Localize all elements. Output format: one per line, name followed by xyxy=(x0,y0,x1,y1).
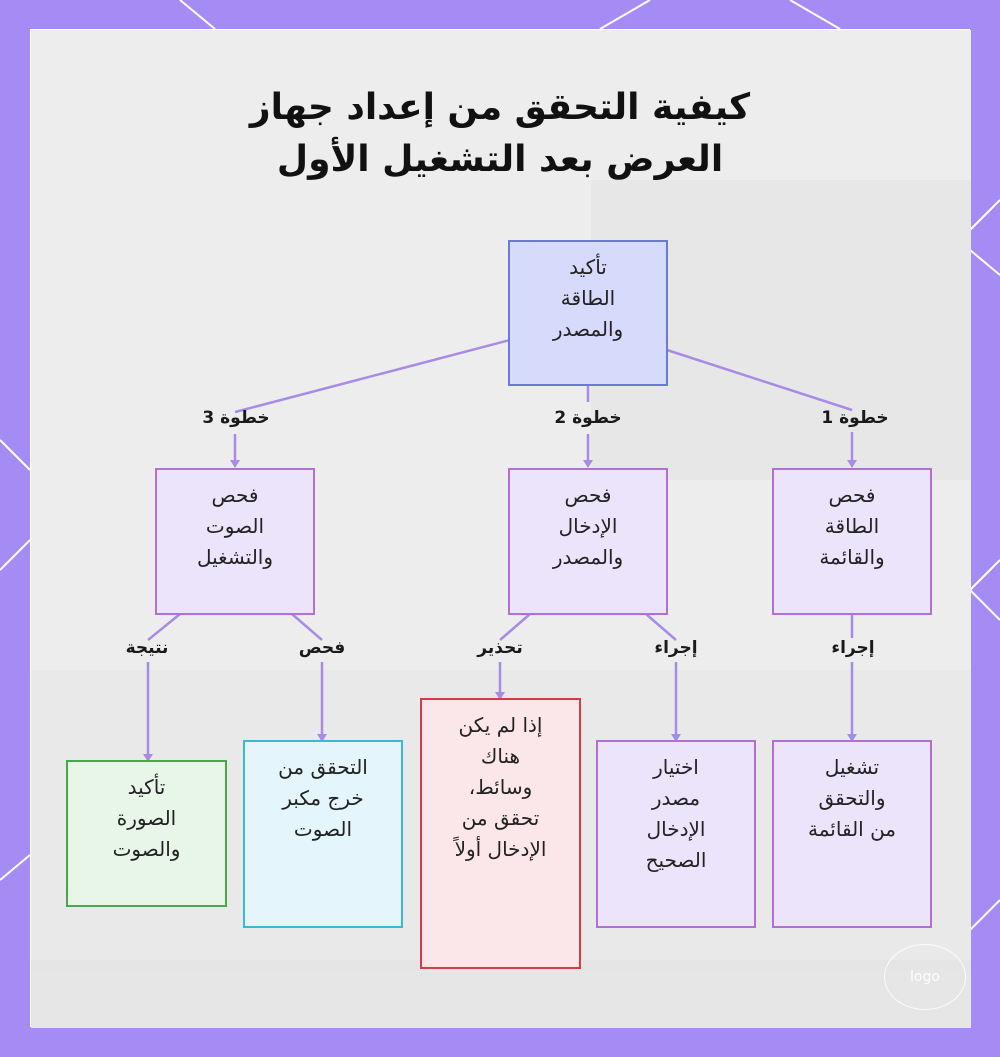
edge-root-step1 xyxy=(666,348,853,412)
arrowhead-nomedia xyxy=(495,692,505,700)
edge-sound-check xyxy=(291,613,323,641)
root-node: تأكيد الطاقة والمصدر xyxy=(508,240,668,386)
arrowhead-confirm xyxy=(143,754,153,762)
root-node-text: تأكيد الطاقة والمصدر xyxy=(552,255,624,341)
logo-text: logo xyxy=(910,969,940,985)
confirm-av-node: تأكيد الصورة والصوت xyxy=(66,760,227,907)
edge-label-step1: خطوة 1 xyxy=(821,408,889,428)
choose-input-text: اختيار مصدر الإدخال الصحيح xyxy=(645,755,707,872)
edge-label-step2: خطوة 2 xyxy=(554,408,622,428)
edge-input-warning xyxy=(499,613,531,641)
power-check-text: فحص الطاقة والقائمة xyxy=(819,483,885,569)
edge-label-check: فحص xyxy=(298,638,346,658)
watermark-logo: logo xyxy=(884,944,966,1010)
edge-label-step3: خطوة 3 xyxy=(202,408,270,428)
edge-label-result: نتيجة xyxy=(125,638,169,658)
title-line-1: كيفية التحقق من إعداد جهاز xyxy=(249,87,751,128)
arrowhead-sound xyxy=(230,460,240,468)
edge-root-step3 xyxy=(234,338,511,414)
edge-label-warning: تحذير xyxy=(477,638,523,658)
power-check-node: فحص الطاقة والقائمة xyxy=(772,468,932,615)
confirm-av-text: تأكيد الصورة والصوت xyxy=(112,775,181,861)
diagram-title: كيفية التحقق من إعداد جهاز العرض بعد الت… xyxy=(200,82,800,186)
arrowhead-power xyxy=(847,460,857,468)
sound-check-text: فحص الصوت والتشغيل xyxy=(197,483,274,569)
speaker-output-node: التحقق من خرج مكبر الصوت xyxy=(243,740,403,928)
sound-check-node: فحص الصوت والتشغيل xyxy=(155,468,315,615)
choose-input-node: اختيار مصدر الإدخال الصحيح xyxy=(596,740,756,928)
input-check-text: فحص الإدخال والمصدر xyxy=(552,483,624,569)
title-line-2: العرض بعد التشغيل الأول xyxy=(276,139,724,180)
edge-label-action-power: إجراء xyxy=(831,638,875,658)
arrowhead-choose xyxy=(671,734,681,742)
run-menu-text: تشغيل والتحقق من القائمة xyxy=(808,755,897,841)
edge-input-action xyxy=(645,613,677,641)
input-check-node: فحص الإدخال والمصدر xyxy=(508,468,668,615)
arrowhead-speaker xyxy=(317,734,327,742)
no-media-text: إذا لم يكن هناك وسائط، تحقق من الإدخال أ… xyxy=(454,713,547,861)
edge-label-action-input: إجراء xyxy=(654,638,698,658)
edge-sound-result xyxy=(147,613,181,641)
no-media-warning-node: إذا لم يكن هناك وسائط، تحقق من الإدخال أ… xyxy=(420,698,581,969)
speaker-output-text: التحقق من خرج مكبر الصوت xyxy=(278,755,368,841)
arrowhead-run xyxy=(847,734,857,742)
arrowhead-input xyxy=(583,460,593,468)
run-menu-node: تشغيل والتحقق من القائمة xyxy=(772,740,932,928)
